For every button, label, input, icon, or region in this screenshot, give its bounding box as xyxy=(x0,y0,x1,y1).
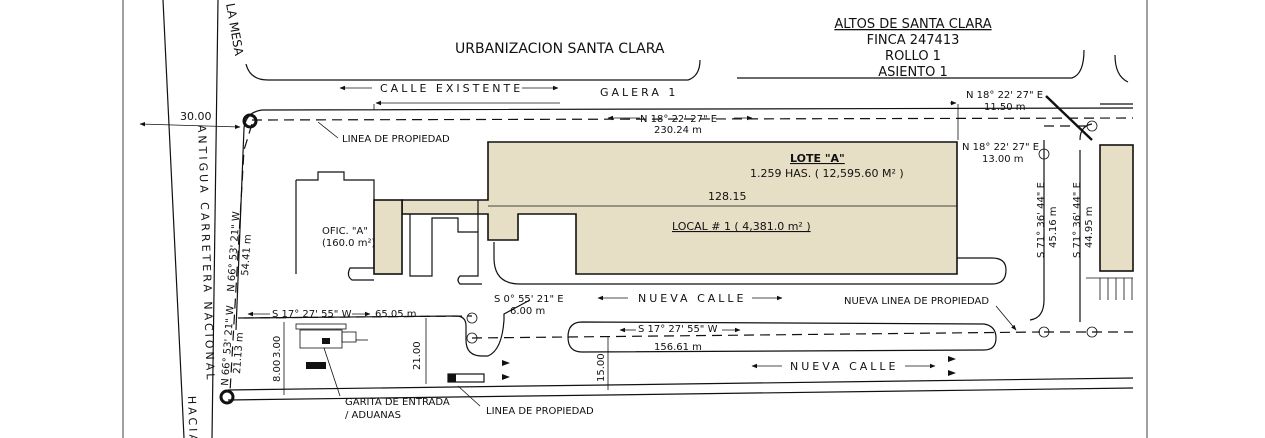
nueva-calle-1: NUEVA CALLE xyxy=(638,292,747,305)
road-west-label: ANTIGUA CARRETERA NACIONAL xyxy=(195,125,217,383)
bearing-ne-second-len: 13.00 m xyxy=(982,154,1024,165)
bearing-west-2-len: 21.13 m xyxy=(232,332,246,374)
dim-21: 21.00 xyxy=(412,341,423,370)
road-west-top-label: LA MESA xyxy=(223,2,246,57)
bearing-east-2-len: 44.95 m xyxy=(1084,206,1095,248)
nueva-calle-2: NUEVA CALLE xyxy=(790,360,899,373)
nueva-linea-propiedad: NUEVA LINEA DE PROPIEDAD xyxy=(844,296,989,307)
galera-label: GALERA 1 xyxy=(600,86,678,99)
urbanizacion-label: URBANIZACION SANTA CLARA xyxy=(455,41,665,57)
dim-8: 8.00 xyxy=(272,360,283,382)
bearing-west-1-len: 54.41 m xyxy=(240,234,254,276)
ofic-outline xyxy=(295,171,482,285)
ofic-a-area: (160.0 m²) xyxy=(322,238,375,249)
asiento-label: ASIENTO 1 xyxy=(878,65,948,80)
bearing-east-1: S 71° 36' 44" E xyxy=(1036,182,1047,258)
bearing-ne-corner: N 18° 22' 27" E xyxy=(966,90,1043,101)
neighbor-boundaries xyxy=(245,49,1129,83)
dim-3: 3.00 xyxy=(272,336,283,358)
linea-propiedad-bottom: LINEA DE PROPIEDAD xyxy=(486,406,594,417)
south-road xyxy=(227,299,1134,401)
garita-label-1: GARITA DE ENTRADA xyxy=(345,397,450,408)
east-boundary xyxy=(1029,103,1134,338)
bearing-south-3-len: 156.61 m xyxy=(654,342,702,353)
bearing-east-2: S 71° 36' 44" E xyxy=(1072,182,1083,258)
lote-title: LOTE "A" xyxy=(790,152,845,165)
bearing-south-1-len: 65.05 m xyxy=(375,309,417,320)
internal-road-loop xyxy=(493,242,1007,285)
garita-gatehouse xyxy=(295,323,368,349)
antigua-carretera-road xyxy=(139,0,241,438)
road-width-label: 30.00 xyxy=(180,110,212,123)
bearing-south-3: S 17° 27' 55" W xyxy=(638,324,718,335)
lote-area: 1.259 HAS. ( 12,595.60 M² ) xyxy=(750,167,904,180)
road-west-bottom-label: HACIA xyxy=(185,396,200,438)
bearing-west-1: N 66° 53' 21" W xyxy=(226,211,243,292)
lote-a-building xyxy=(401,141,958,275)
linea-propiedad-top: LINEA DE PROPIEDAD xyxy=(342,134,450,145)
ofic-a-name: OFIC. "A" xyxy=(322,226,368,237)
garita-label-2: / ADUANAS xyxy=(345,410,401,421)
bearing-north-top-len: 230.24 m xyxy=(654,125,702,136)
bearing-south-2: S 0° 55' 21" E xyxy=(494,294,564,305)
finca-label: FINCA 247413 xyxy=(867,33,960,48)
vehicles xyxy=(306,356,956,383)
rollo-label: ROLLO 1 xyxy=(885,49,941,64)
ofic-a-building xyxy=(373,199,403,275)
bearing-ne-corner-len: 11.50 m xyxy=(984,102,1026,113)
local-1-label: LOCAL # 1 ( 4,381.0 m² ) xyxy=(672,220,811,233)
bearing-ne-second: N 18° 22' 27" E xyxy=(962,142,1039,153)
west-boundary xyxy=(219,113,473,405)
dim-15: 15.00 xyxy=(596,353,607,382)
bearing-north-top: N 18° 22' 27" E xyxy=(640,114,717,125)
lote-width: 128.15 xyxy=(708,190,747,203)
calle-existente-label: CALLE EXISTENTE xyxy=(380,82,523,95)
altos-label: ALTOS DE SANTA CLARA xyxy=(834,17,991,32)
bearing-east-1-len: 45.16 m xyxy=(1048,206,1059,248)
bearing-south-1: S 17° 27' 55" W xyxy=(272,309,352,320)
bearing-south-2-len: 6.00 m xyxy=(510,306,545,317)
